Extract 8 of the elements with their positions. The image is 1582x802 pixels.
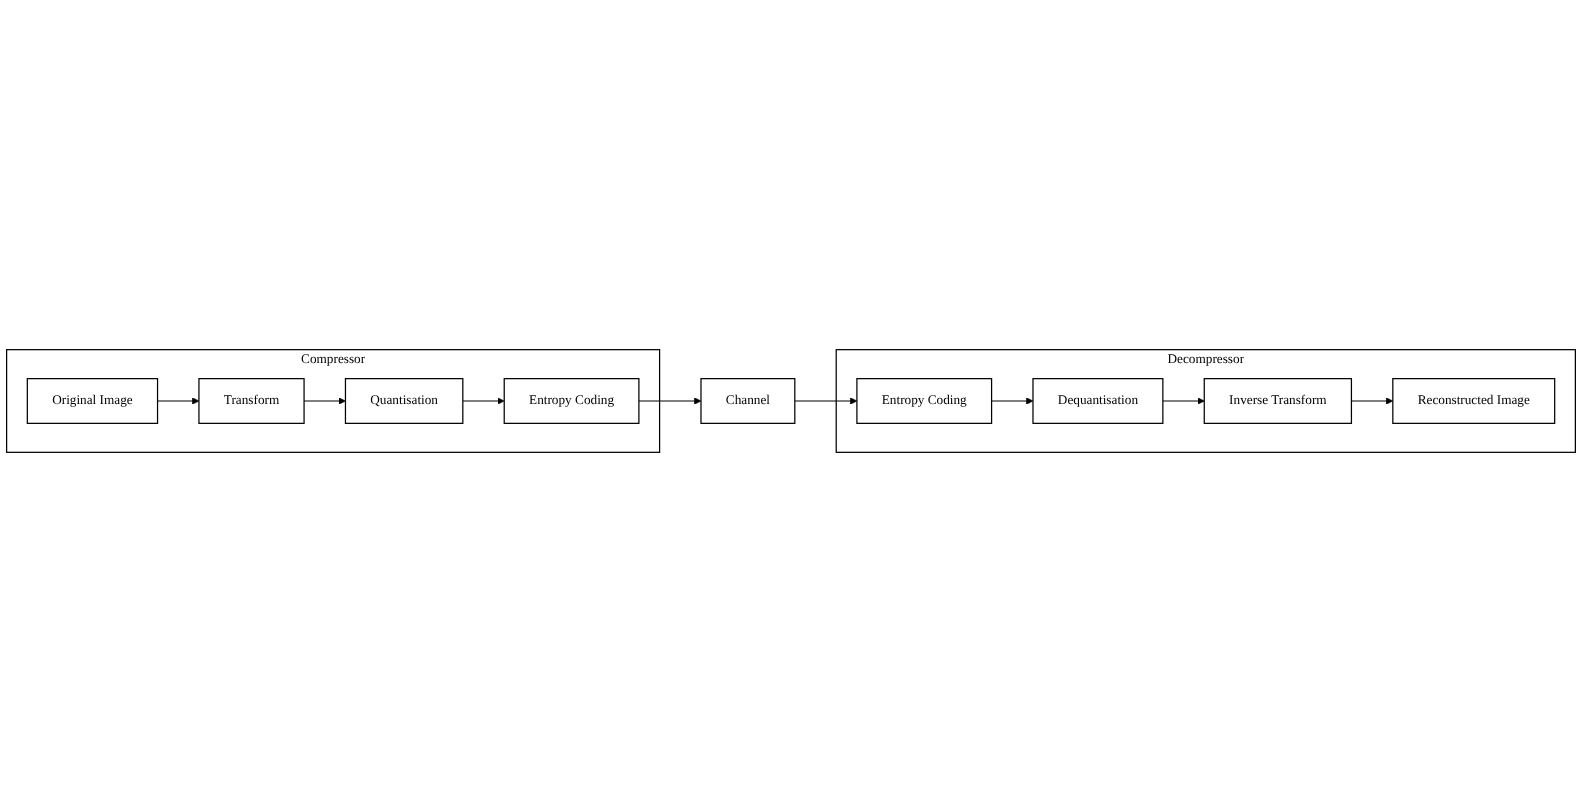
arrow	[303, 397, 346, 405]
arrow	[462, 397, 505, 405]
arrow	[156, 397, 200, 405]
arrow	[638, 397, 702, 405]
arrow	[990, 397, 1034, 405]
arrow	[1350, 397, 1394, 405]
arrow	[794, 397, 858, 405]
arrow	[1162, 397, 1205, 405]
